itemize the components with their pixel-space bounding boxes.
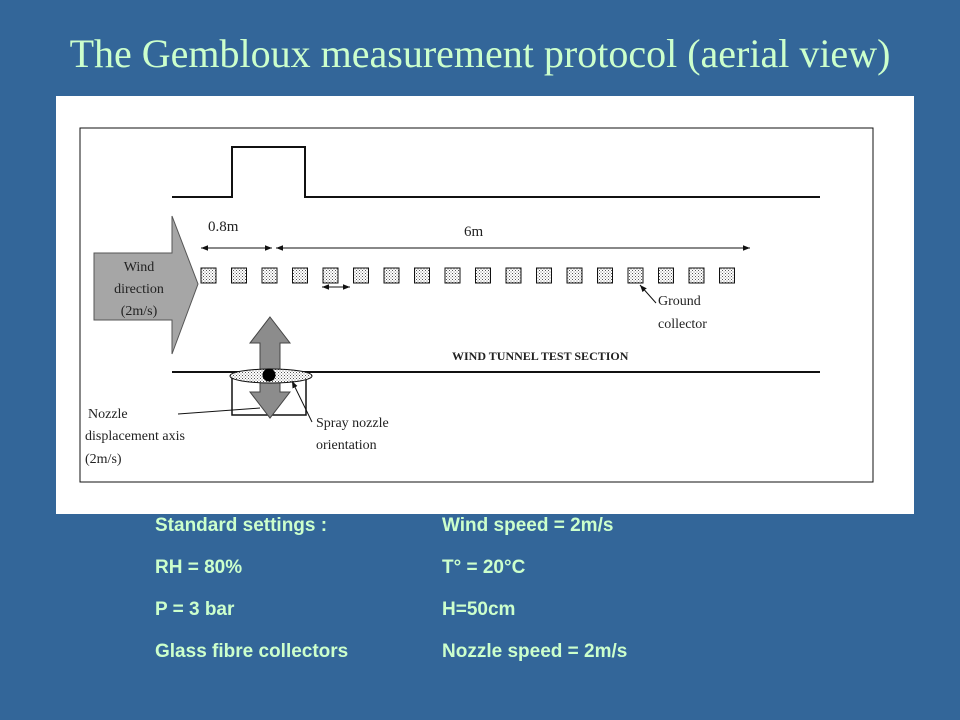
- ground-collector: [231, 267, 247, 284]
- nozzle-axis-label-line2: displacement axis: [85, 429, 185, 444]
- nozzle-displacement-arrow: [248, 316, 292, 419]
- ground-collector: [475, 267, 491, 284]
- settings-row: Standard settings : Wind speed = 2m/s: [155, 515, 715, 557]
- spray-orientation-label-line1: Spray nozzle: [316, 416, 389, 431]
- ground-collector: [597, 267, 613, 284]
- tunnel-section-label: WIND TUNNEL TEST SECTION: [452, 349, 629, 363]
- ground-collector-label-line1: Ground: [658, 294, 701, 309]
- settings-left-value: P = 3 bar: [155, 599, 235, 620]
- diagram-frame: [79, 127, 874, 483]
- ground-collector-pointer: [639, 284, 657, 304]
- wind-tunnel-diagram: Wind direction (2m/s) 0.8m 6m Ground col…: [79, 127, 874, 483]
- settings-right-value: Wind speed = 2m/s: [442, 515, 614, 536]
- ground-collector: [719, 267, 735, 284]
- ground-collector: [566, 267, 583, 284]
- settings-row: P = 3 bar H=50cm: [155, 599, 715, 641]
- settings-right-value: Nozzle speed = 2m/s: [442, 641, 628, 662]
- wind-label-line2: direction: [114, 282, 164, 297]
- slide-title: The Gembloux measurement protocol (aeria…: [69, 31, 891, 76]
- spray-nozzle: [262, 368, 276, 382]
- ground-collector-label-line2: collector: [658, 317, 707, 332]
- ground-collector: [383, 267, 400, 284]
- settings-table: Standard settings : Wind speed = 2m/s RH…: [155, 515, 715, 683]
- settings-left-value: Glass fibre collectors: [155, 641, 349, 662]
- nozzle-axis-pointer: [177, 407, 261, 415]
- ground-collector: [353, 267, 369, 284]
- tunnel-top-wall: [172, 146, 820, 198]
- ground-collector: [414, 267, 430, 284]
- settings-right-value: H=50cm: [442, 599, 516, 620]
- ground-collector-row: [200, 267, 735, 284]
- ground-collector: [322, 267, 339, 284]
- ground-collector: [627, 267, 644, 284]
- ground-collector: [536, 267, 552, 284]
- ground-collector: [261, 267, 278, 284]
- diagram-panel: Wind direction (2m/s) 0.8m 6m Ground col…: [56, 96, 914, 514]
- distance-label-6m: 6m: [464, 224, 484, 240]
- nozzle-axis-label-line1: Nozzle: [88, 407, 128, 422]
- settings-right-value: T° = 20°C: [442, 557, 526, 578]
- distance-label-0-8m: 0.8m: [208, 219, 239, 235]
- ground-collector: [658, 267, 674, 284]
- wind-label-line3: (2m/s): [121, 304, 158, 319]
- ground-collector: [292, 267, 308, 284]
- ground-collector: [200, 267, 217, 284]
- ground-collector: [505, 267, 522, 284]
- settings-left-value: Standard settings :: [155, 515, 328, 536]
- settings-row: RH = 80% T° = 20°C: [155, 557, 715, 599]
- wind-label-line1: Wind: [124, 260, 155, 275]
- settings-row: Glass fibre collectors Nozzle speed = 2m…: [155, 641, 715, 683]
- settings-left-value: RH = 80%: [155, 557, 243, 578]
- ground-collector: [688, 267, 705, 284]
- wind-direction-arrow: [93, 215, 199, 355]
- nozzle-axis-label-line3: (2m/s): [85, 452, 122, 467]
- spray-orientation-label-line2: orientation: [316, 438, 377, 453]
- spray-orientation-pointer: [291, 380, 313, 423]
- ground-collector: [444, 267, 461, 284]
